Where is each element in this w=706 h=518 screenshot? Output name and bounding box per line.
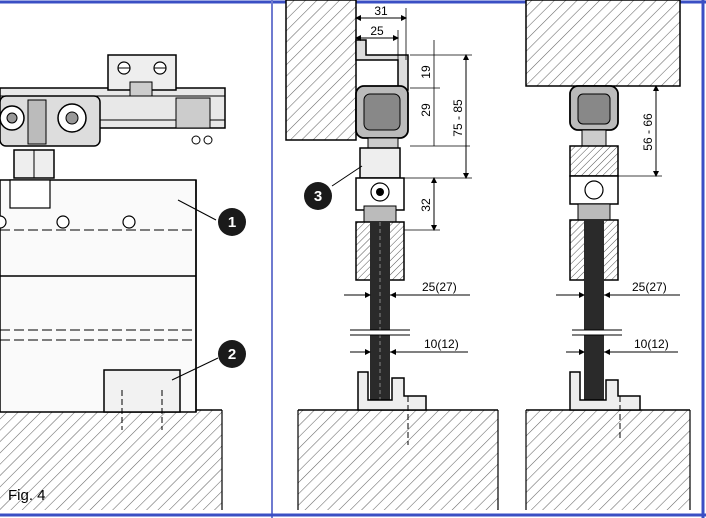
callout-3: 3 [304, 165, 363, 210]
dim-32: 32 [419, 198, 433, 212]
dim-31: 31 [374, 4, 388, 18]
callout-2: 2 [171, 340, 246, 381]
callout-1: 1 [177, 199, 246, 236]
dim-29: 29 [419, 103, 433, 117]
floor-hatch-left [0, 410, 222, 510]
dim-19: 19 [419, 65, 433, 79]
right-section-view: 56 - 66 25(27) 10(12) [525, 0, 691, 510]
ceiling-hatch-middle [285, 0, 357, 141]
figure-label: Fig. 4 [8, 487, 46, 504]
floor-hatch-right [526, 410, 690, 510]
ceiling-hatch-right [525, 0, 681, 87]
dim-10-12-right: 10(12) [634, 337, 669, 351]
callout-2-label: 2 [228, 346, 236, 363]
dim-25-27-right: 25(27) [632, 280, 667, 294]
door-bar-right [584, 220, 604, 410]
dim-56-66: 56 - 66 [641, 113, 655, 151]
middle-section-view: 31 25 19 29 75 - 85 32 25(27) 10(12) [285, 0, 499, 510]
callout-1-label: 1 [228, 214, 236, 231]
left-side-view [0, 54, 226, 510]
dim-10-12-middle: 10(12) [424, 337, 459, 351]
floor-hatch-middle [298, 410, 498, 510]
dim-75-85: 75 - 85 [451, 99, 465, 137]
callout-3-label: 3 [314, 188, 322, 205]
dim-25-27-middle: 25(27) [422, 280, 457, 294]
dim-25: 25 [370, 24, 384, 38]
floor-guide [103, 369, 181, 413]
